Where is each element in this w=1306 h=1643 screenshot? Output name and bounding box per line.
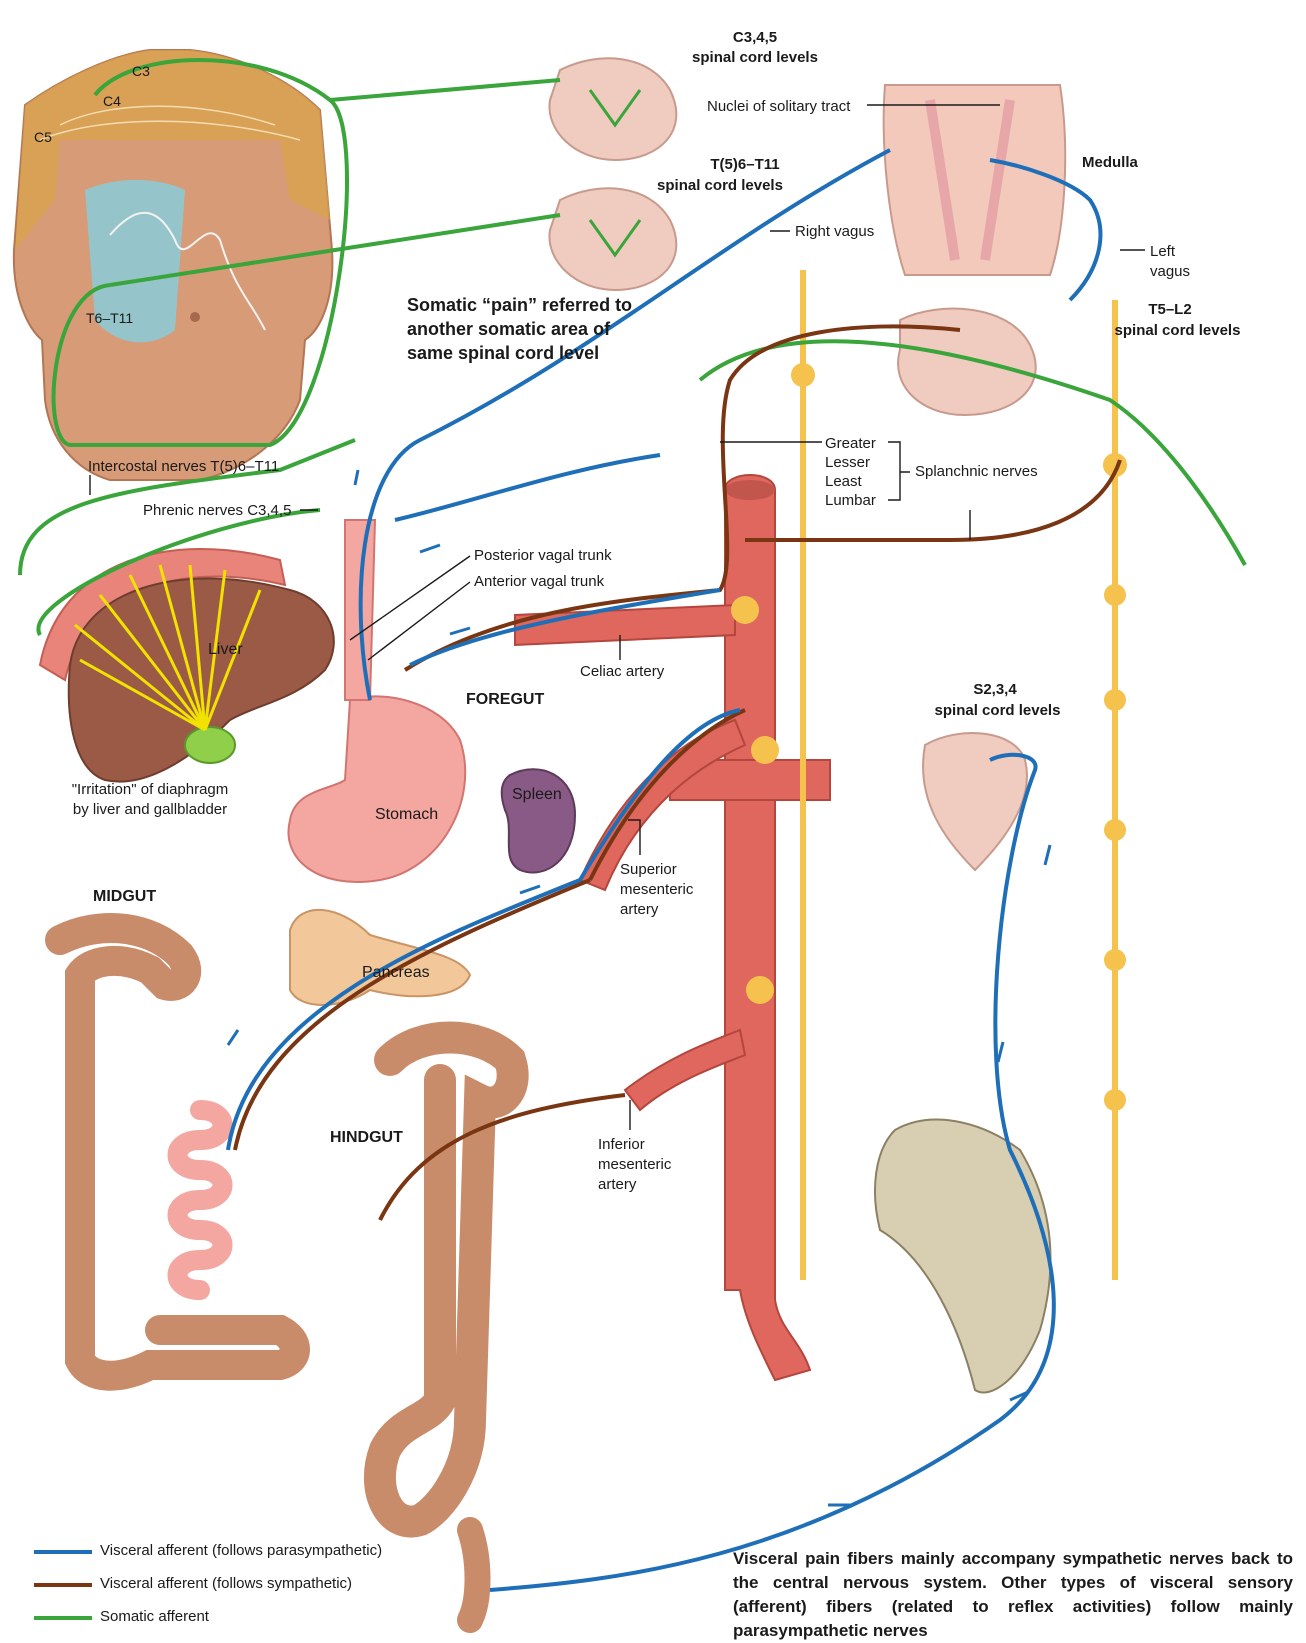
label-spleen: Spleen: [512, 785, 562, 804]
torso-figure: [14, 50, 333, 480]
label-foregut: FOREGUT: [466, 690, 544, 709]
label-celiac-artery: Celiac artery: [580, 662, 664, 681]
stomach-organ: [288, 520, 465, 882]
label-somatic-pain-1: Somatic “pain” referred to: [407, 294, 632, 317]
label-lesser-splanchnic: Lesser: [825, 453, 870, 472]
label-dermatome-c3: C3: [132, 62, 150, 81]
pancreas-organ: [290, 910, 470, 1005]
label-somatic-pain-2: another somatic area of: [407, 318, 610, 341]
legend-label: Somatic afferent: [100, 1606, 209, 1628]
summary-note: Visceral pain fibers mainly accompany sy…: [733, 1547, 1293, 1643]
label-t5l2: T5–L2: [1120, 300, 1220, 319]
midgut-intestine: [60, 928, 295, 1376]
sacrum-bone: [875, 1120, 1050, 1393]
label-posterior-vagal-trunk: Posterior vagal trunk: [474, 546, 612, 565]
label-splanchnic-nerves: Splanchnic nerves: [915, 462, 1038, 481]
label-pancreas: Pancreas: [362, 963, 430, 982]
label-somatic-pain-3: same spinal cord level: [407, 342, 599, 365]
label-t611-levels: spinal cord levels: [630, 176, 810, 195]
label-ima-2: mesenteric: [598, 1155, 671, 1174]
label-t5l2-levels: spinal cord levels: [1090, 321, 1265, 340]
label-ima-1: Inferior: [598, 1135, 645, 1154]
celiac-artery: [515, 605, 735, 645]
label-right-vagus: Right vagus: [795, 222, 874, 241]
label-irritation-2: by liver and gallbladder: [20, 800, 280, 819]
label-midgut: MIDGUT: [93, 887, 156, 906]
label-t611: T(5)6–T11: [690, 155, 800, 174]
label-hindgut: HINDGUT: [330, 1128, 403, 1147]
label-nuclei-solitary-tract: Nuclei of solitary tract: [707, 97, 850, 116]
label-intercostal-nerves: Intercostal nerves T(5)6–T11: [88, 457, 279, 476]
label-dermatome-c5: C5: [34, 128, 52, 147]
label-irritation-1: "Irritation" of diaphragm: [20, 780, 280, 799]
label-stomach: Stomach: [375, 805, 438, 824]
legend-swatch-green: [34, 1616, 92, 1620]
spinal-cord-t5l2: [898, 309, 1036, 415]
legend-label: Visceral afferent (follows sympathetic): [100, 1573, 352, 1595]
label-dermatome-c4: C4: [103, 92, 121, 111]
label-least-splanchnic: Least: [825, 472, 862, 491]
label-sma-1: Superior: [620, 860, 677, 879]
label-s234-levels: spinal cord levels: [910, 701, 1085, 720]
spinal-cord-c345: [549, 58, 676, 160]
label-anterior-vagal-trunk: Anterior vagal trunk: [474, 572, 604, 591]
label-s234: S2,3,4: [955, 680, 1035, 699]
label-c345-levels: spinal cord levels: [665, 48, 845, 67]
label-medulla: Medulla: [1082, 153, 1138, 172]
legend-swatch-brown: [34, 1583, 92, 1587]
legend-label: Visceral afferent (follows parasympathet…: [100, 1540, 382, 1562]
label-left-vagus-1: Left: [1150, 242, 1175, 261]
label-greater-splanchnic: Greater: [825, 434, 876, 453]
label-left-vagus-2: vagus: [1150, 262, 1190, 281]
gallbladder: [185, 727, 235, 763]
label-phrenic-nerves: Phrenic nerves C3,4,5: [143, 501, 291, 520]
label-dermatome-t6t11: T6–T11: [86, 309, 133, 328]
label-ima-3: artery: [598, 1175, 636, 1194]
label-liver: Liver: [208, 640, 243, 659]
label-sma-2: mesenteric: [620, 880, 693, 899]
legend-swatch-blue: [34, 1550, 92, 1554]
spinal-cord-t611: [549, 188, 676, 290]
medulla: [884, 85, 1066, 275]
label-lumbar-splanchnic: Lumbar: [825, 491, 876, 510]
label-c345: C3,4,5: [700, 28, 810, 47]
label-sma-3: artery: [620, 900, 658, 919]
